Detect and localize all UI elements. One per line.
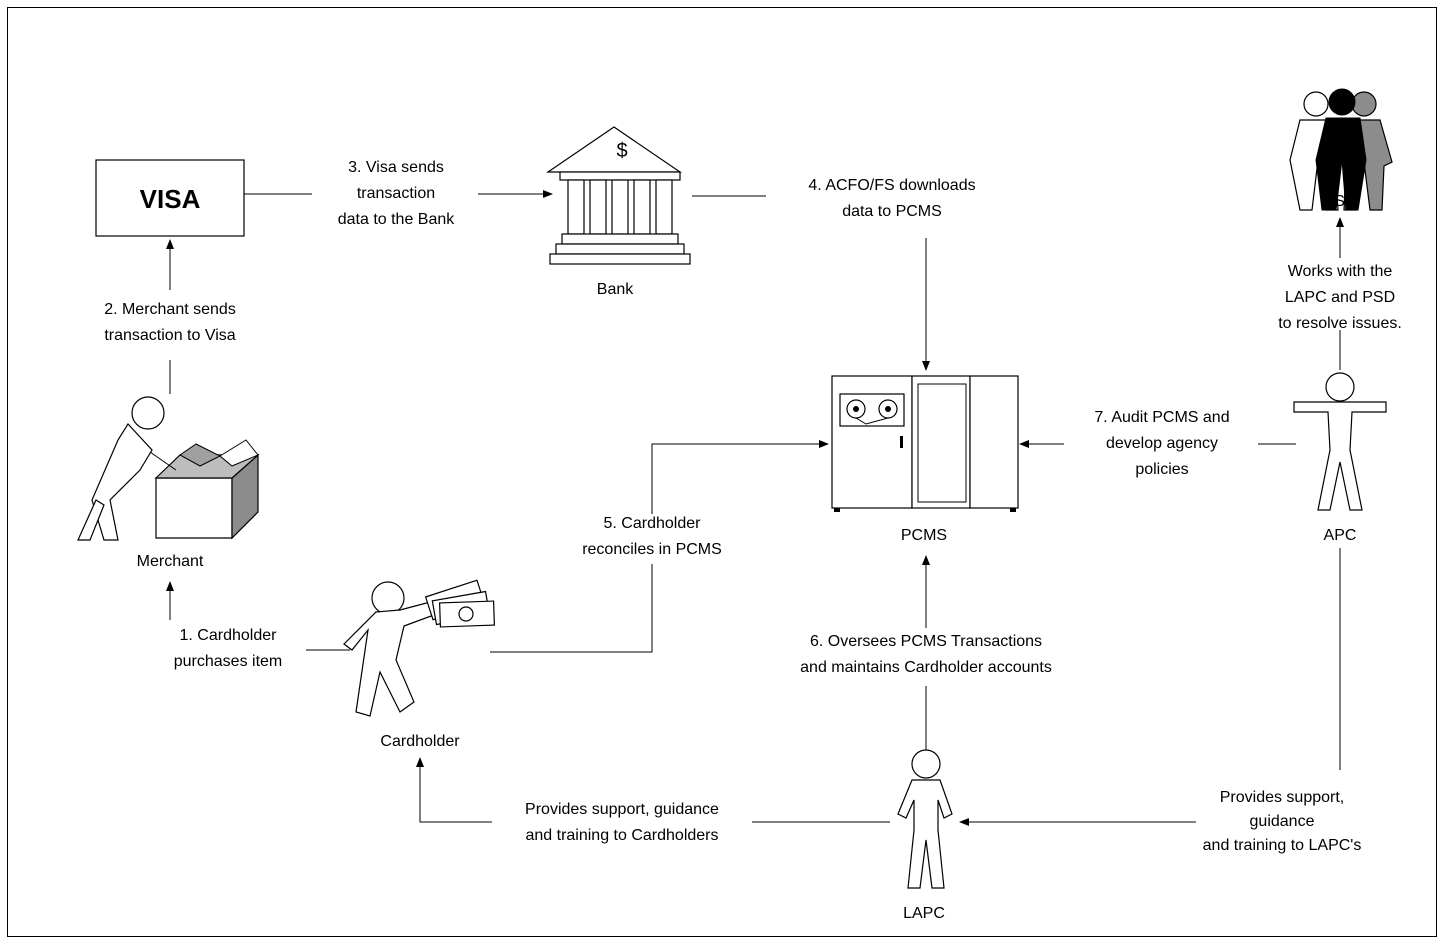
- pcms-label: PCMS: [901, 527, 947, 544]
- apc-support-line-3: and training to LAPC's: [1203, 837, 1362, 854]
- step-2-line-2: transaction to Visa: [104, 327, 235, 344]
- psd-group-icon: [1290, 89, 1392, 210]
- apc-support-line-1: Provides support,: [1220, 789, 1345, 806]
- psd-note-line-2: LAPC and PSD: [1285, 289, 1395, 306]
- lapc-support-line-2: and training to Cardholders: [525, 827, 718, 844]
- visa-label: VISA: [140, 184, 201, 214]
- psd-note-line-1: Works with the: [1288, 263, 1393, 280]
- apc-label: APC: [1324, 527, 1357, 544]
- bank-icon: $: [548, 127, 690, 264]
- merchant-icon: [78, 397, 258, 540]
- step-1-line-1: 1. Cardholder: [180, 627, 278, 644]
- psd-label: PSD: [1324, 193, 1357, 210]
- lapc-support-line-1: Provides support, guidance: [525, 801, 719, 818]
- connector-5-lower: [490, 564, 652, 652]
- cardholder-icon: [344, 580, 494, 716]
- cardholder-label: Cardholder: [380, 733, 460, 750]
- step-5-line-2: reconciles in PCMS: [582, 541, 722, 558]
- money-icon: [426, 580, 495, 627]
- step-3-line-2: transaction: [357, 185, 435, 202]
- connector-lapc-arrow: [420, 758, 492, 822]
- lapc-icon: [898, 750, 952, 888]
- apc-support-line-2: guidance: [1250, 813, 1315, 830]
- psd-note-line-3: to resolve issues.: [1278, 315, 1402, 332]
- step-6-line-1: 6. Oversees PCMS Transactions: [810, 633, 1042, 650]
- visa-node: VISA: [96, 160, 244, 236]
- step-4-line-1: 4. ACFO/FS downloads: [808, 177, 975, 194]
- bank-dollar-sign: $: [616, 140, 627, 162]
- apc-icon: [1294, 373, 1386, 510]
- step-3-line-1: 3. Visa sends: [348, 159, 444, 176]
- pcms-computer-icon: [832, 376, 1018, 512]
- step-7-line-3: policies: [1135, 461, 1188, 478]
- step-6-line-2: and maintains Cardholder accounts: [800, 659, 1052, 676]
- lapc-label: LAPC: [903, 905, 945, 922]
- step-4-line-2: data to PCMS: [842, 203, 942, 220]
- step-7-line-2: develop agency: [1106, 435, 1218, 452]
- merchant-label: Merchant: [137, 553, 204, 570]
- step-3-line-3: data to the Bank: [338, 211, 456, 228]
- bank-label: Bank: [597, 281, 634, 298]
- step-5-line-1: 5. Cardholder: [604, 515, 702, 532]
- step-1-line-2: purchases item: [174, 653, 283, 670]
- step-7-line-1: 7. Audit PCMS and: [1094, 409, 1229, 426]
- step-2-line-1: 2. Merchant sends: [104, 301, 236, 318]
- connector-5-arrow: [652, 444, 828, 514]
